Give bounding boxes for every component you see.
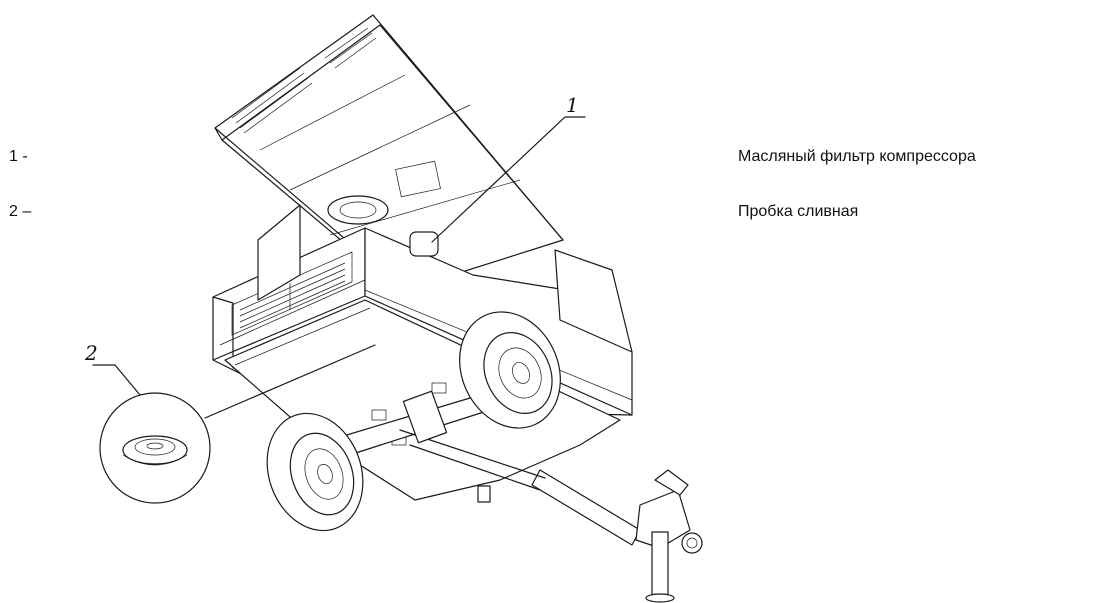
drain-plug-detail-view: [99, 392, 211, 504]
left-wheel: [266, 412, 364, 532]
legend-number-2: 2 –: [9, 203, 32, 220]
callout-label-2: 2: [84, 341, 98, 365]
legend-description-2: Пробка сливная: [738, 203, 859, 220]
legend-description-1: Масляный фильтр компрессора: [738, 148, 976, 165]
open-lid: [214, 14, 564, 301]
callout-label-1: 1: [566, 93, 579, 117]
callout-leaders: [92, 116, 586, 419]
legend-number-1: 1 -: [9, 148, 28, 165]
right-wheel: [459, 311, 561, 429]
axle-and-drawbar: [329, 390, 703, 603]
